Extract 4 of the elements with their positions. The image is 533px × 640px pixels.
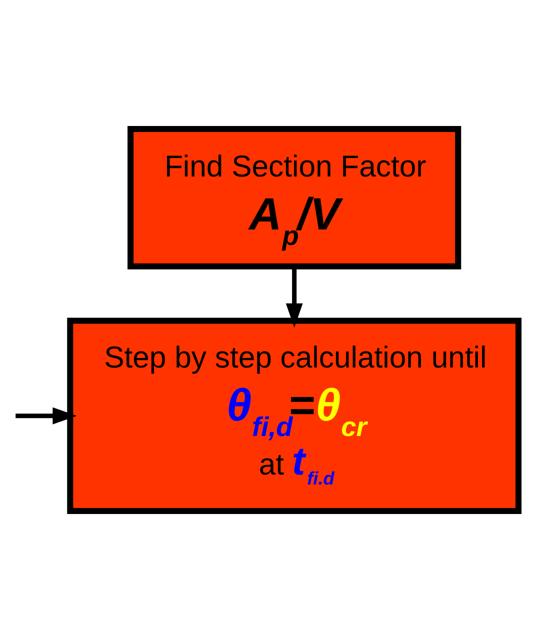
arrow [286,266,303,328]
arrow [16,407,77,424]
node-box: Step by step calculation until θ$_{fi,d}$=θ$_{cr}$ at t$_{fi.d}$ [67,318,522,514]
node-box: Find Section Factor A$_{p}$/V [128,126,462,270]
